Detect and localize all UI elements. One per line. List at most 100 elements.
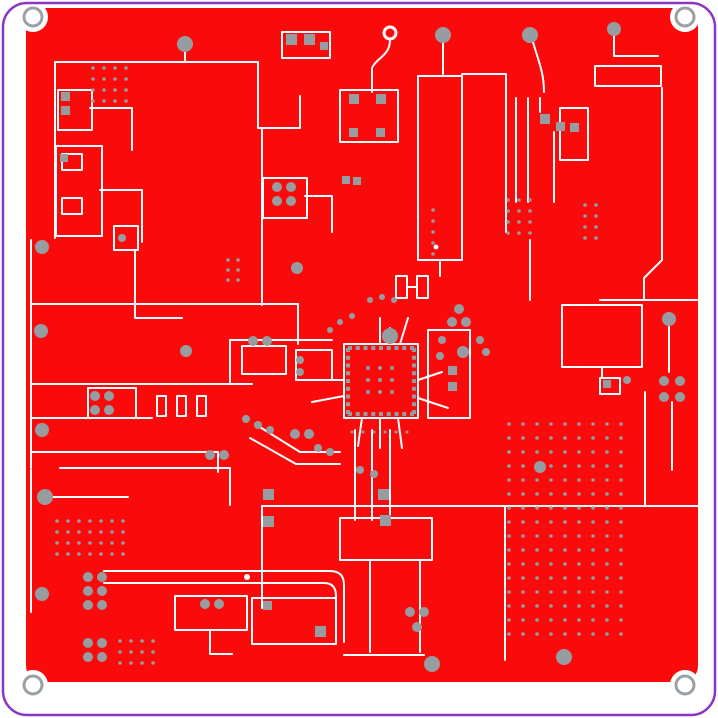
- via-dot: [236, 278, 240, 282]
- copper-trace: [395, 275, 408, 299]
- via-dot: [619, 548, 623, 552]
- via-dot: [124, 99, 128, 103]
- smd-pad: [448, 366, 457, 375]
- via-dot: [88, 552, 92, 556]
- via-dot: [583, 225, 587, 229]
- via-dot: [521, 422, 525, 426]
- copper-trace: [357, 417, 363, 447]
- via-pad: [242, 415, 250, 423]
- via-pad: [476, 336, 484, 344]
- via-pad: [623, 376, 631, 384]
- via-dot: [605, 548, 609, 552]
- via-dot: [563, 604, 567, 608]
- via-dot: [577, 548, 581, 552]
- copper-trace: [594, 65, 662, 87]
- via-pad: [337, 319, 343, 325]
- via-pad: [37, 489, 53, 505]
- via-dot: [55, 530, 59, 534]
- via-dot: [563, 492, 567, 496]
- via-dot: [563, 632, 567, 636]
- via-pad: [436, 352, 444, 360]
- via-pad: [370, 470, 378, 478]
- via-dot: [521, 464, 525, 468]
- via-pad: [83, 572, 93, 582]
- via-dot: [619, 506, 623, 510]
- via-dot: [140, 639, 144, 643]
- smd-pad: [61, 92, 70, 101]
- smd-pad: [304, 34, 315, 45]
- via-dot: [151, 661, 155, 665]
- via-dot: [378, 390, 382, 394]
- via-pad: [254, 421, 262, 429]
- via-dot: [619, 422, 623, 426]
- via-dot: [549, 590, 553, 594]
- via-dot: [151, 639, 155, 643]
- via-dot: [88, 530, 92, 534]
- copper-trace: [241, 345, 287, 375]
- via-dot: [528, 209, 532, 213]
- via-dot: [549, 422, 553, 426]
- via-dot: [563, 590, 567, 594]
- via-dot: [366, 378, 370, 382]
- via-dot: [507, 478, 511, 482]
- via-pad: [266, 426, 274, 434]
- ic-pad: [346, 363, 350, 368]
- via-pad: [262, 336, 272, 346]
- via-dot: [507, 590, 511, 594]
- via-pad: [97, 586, 107, 596]
- via-dot: [431, 230, 435, 234]
- via-dot: [591, 436, 595, 440]
- via-dot: [66, 530, 70, 534]
- copper-trace: [339, 517, 433, 561]
- copper-trace: [417, 397, 449, 409]
- mounting-hole: [674, 6, 696, 28]
- via-dot: [577, 492, 581, 496]
- copper-trace: [61, 153, 83, 171]
- via-dot: [619, 534, 623, 538]
- via-pad: [349, 313, 355, 319]
- via-dot: [521, 618, 525, 622]
- via-pad: [356, 466, 364, 474]
- via-dot: [226, 258, 230, 262]
- via-dot: [605, 632, 609, 636]
- via-pad: [382, 328, 398, 344]
- via-dot: [591, 590, 595, 594]
- via-dot: [591, 520, 595, 524]
- copper-trace: [87, 387, 137, 419]
- via-dot: [91, 88, 95, 92]
- via-dot: [77, 530, 81, 534]
- ic-pad: [346, 410, 350, 414]
- via-dot: [549, 576, 553, 580]
- via-dot: [583, 236, 587, 240]
- via-dot: [118, 650, 122, 654]
- via-dot: [535, 450, 539, 454]
- via-dot: [507, 576, 511, 580]
- via-dot: [619, 618, 623, 622]
- copper-trace: [304, 195, 333, 233]
- copper-trace: [532, 41, 545, 93]
- smd-pad: [263, 489, 274, 500]
- via-dot: [577, 534, 581, 538]
- via-dot: [521, 492, 525, 496]
- via-dot: [535, 464, 539, 468]
- ic-pad: [412, 371, 416, 376]
- via-dot: [594, 225, 598, 229]
- via-dot: [88, 541, 92, 545]
- mounting-hole: [22, 674, 44, 696]
- via-dot: [507, 506, 511, 510]
- ic-pad: [386, 412, 391, 416]
- ic-pad: [346, 348, 350, 352]
- mounting-hole: [22, 6, 44, 28]
- copper-trace: [339, 89, 399, 143]
- via-dot: [113, 88, 117, 92]
- via-dot: [549, 548, 553, 552]
- via-dot: [583, 203, 587, 207]
- via-dot: [549, 632, 553, 636]
- copper-trace: [417, 371, 443, 381]
- via-dot: [619, 576, 623, 580]
- via-dot: [563, 562, 567, 566]
- ic-pad: [346, 394, 350, 399]
